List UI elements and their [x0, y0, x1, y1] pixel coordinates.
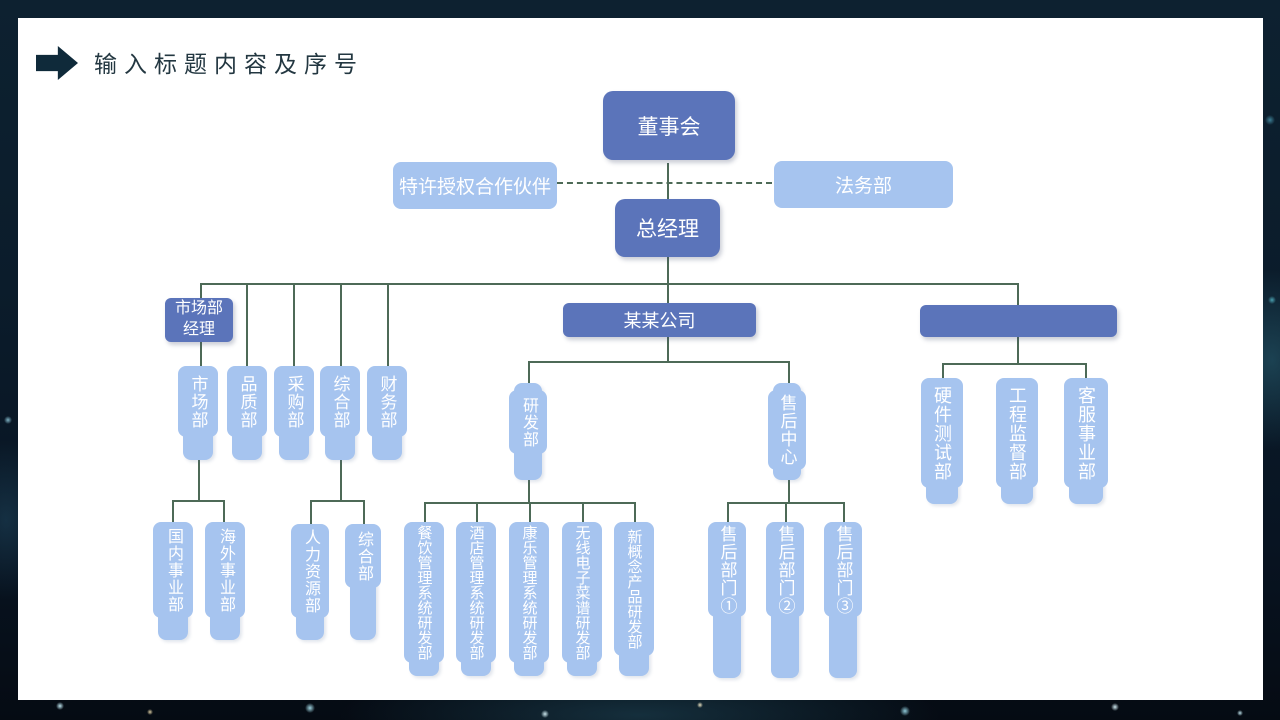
- org-node-new-concept-rnd[interactable]: 新概念产品研发部: [614, 522, 654, 676]
- org-node-company[interactable]: 某某公司: [563, 303, 756, 337]
- slide: 输入标题内容及序号: [18, 18, 1263, 700]
- org-node-finance-dept[interactable]: 财务部: [367, 366, 407, 460]
- org-node-recreation-rnd[interactable]: 康乐管理系统研发部: [509, 522, 549, 676]
- org-node-general-manager[interactable]: 总经理: [615, 199, 720, 257]
- connector-dashed: [557, 182, 772, 184]
- org-node-quality-dept[interactable]: 品质部: [227, 366, 267, 460]
- connector: [942, 363, 1087, 365]
- connector: [310, 500, 365, 502]
- org-node-overseas-business[interactable]: 海外事业部: [205, 522, 245, 640]
- org-node-hardware-testing[interactable]: 硬件测试部: [921, 378, 963, 504]
- org-chart: 董事会 特许授权合作伙伴 法务部 总经理 市场部经理 某某公司 市场部 品质部 …: [18, 18, 1263, 700]
- org-node-customer-service[interactable]: 客服事业部: [1064, 378, 1108, 504]
- org-node-general-affairs-dept[interactable]: 综合部: [320, 366, 360, 460]
- org-node-aftersales-dept-3[interactable]: 售后部门③: [824, 522, 862, 678]
- connector: [727, 502, 729, 522]
- connector: [528, 480, 530, 502]
- org-node-purchasing-dept[interactable]: 采购部: [274, 366, 314, 460]
- connector: [476, 502, 478, 522]
- connector: [172, 500, 174, 522]
- connector: [246, 283, 248, 366]
- org-node-unnamed[interactable]: [920, 305, 1117, 337]
- org-node-catering-rnd[interactable]: 餐饮管理系统研发部: [404, 522, 444, 676]
- connector: [293, 283, 295, 366]
- org-node-aftersales-center[interactable]: 售后中心: [768, 383, 806, 480]
- org-node-hr-dept[interactable]: 人力资源部: [291, 524, 329, 640]
- org-node-aftersales-dept-1[interactable]: 售后部门①: [708, 522, 746, 678]
- connector: [788, 361, 790, 383]
- connector: [529, 502, 531, 522]
- page-title[interactable]: 输入标题内容及序号: [94, 52, 364, 77]
- connector: [843, 502, 845, 522]
- connector: [223, 500, 225, 522]
- connector: [634, 502, 636, 522]
- connector: [528, 361, 530, 383]
- org-node-general-affairs-sub[interactable]: 综合部: [345, 524, 381, 640]
- org-node-board[interactable]: 董事会: [603, 91, 735, 160]
- connector: [340, 283, 342, 366]
- connector: [200, 283, 1018, 285]
- connector: [387, 283, 389, 366]
- connector: [1017, 283, 1019, 305]
- connector: [200, 342, 202, 366]
- connector: [785, 502, 787, 522]
- connector: [1085, 363, 1087, 378]
- org-node-rnd-dept[interactable]: 研发部: [509, 383, 547, 480]
- connector: [200, 283, 202, 298]
- connector: [667, 257, 669, 303]
- connector: [1017, 337, 1019, 365]
- org-node-marketing-manager[interactable]: 市场部经理: [165, 298, 233, 342]
- org-node-hotel-rnd[interactable]: 酒店管理系统研发部: [456, 522, 496, 676]
- connector: [310, 500, 312, 524]
- org-node-engineering-supervision[interactable]: 工程监督部: [996, 378, 1038, 504]
- org-node-domestic-business[interactable]: 国内事业部: [153, 522, 193, 640]
- connector: [667, 337, 669, 361]
- connector: [582, 502, 584, 522]
- org-node-wireless-menu-rnd[interactable]: 无线电子菜谱研发部: [562, 522, 602, 676]
- connector: [942, 363, 944, 378]
- connector: [363, 500, 365, 524]
- connector: [667, 163, 669, 199]
- connector: [788, 480, 790, 502]
- org-node-legal-dept[interactable]: 法务部: [774, 161, 953, 208]
- org-node-franchise-partner[interactable]: 特许授权合作伙伴: [393, 162, 557, 209]
- org-node-marketing-dept[interactable]: 市场部: [178, 366, 218, 460]
- connector: [340, 460, 342, 500]
- connector: [198, 460, 200, 500]
- connector: [424, 502, 426, 522]
- connector: [528, 361, 790, 363]
- org-node-aftersales-dept-2[interactable]: 售后部门②: [766, 522, 804, 678]
- connector: [172, 500, 225, 502]
